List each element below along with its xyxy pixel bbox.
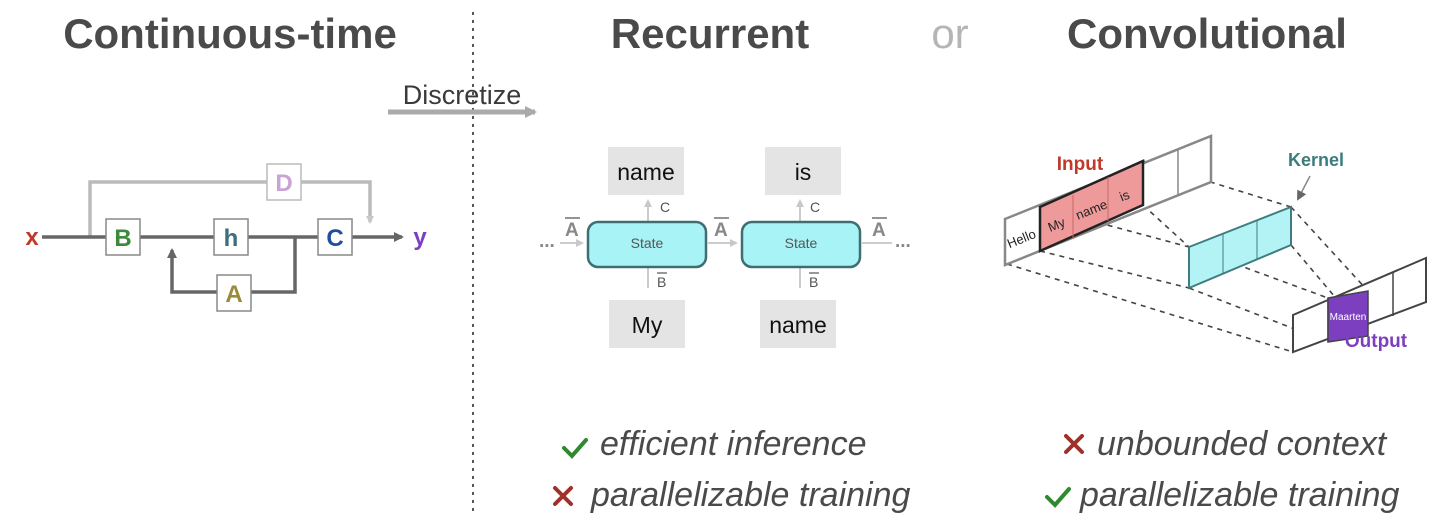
box-a-label: A bbox=[225, 281, 242, 308]
ellipsis-left: ... bbox=[539, 231, 555, 252]
c-label: C bbox=[810, 199, 820, 215]
box-d bbox=[266, 163, 302, 201]
input-token-box bbox=[609, 300, 685, 348]
box-h-label: h bbox=[224, 225, 239, 252]
a-bar-label: A bbox=[565, 220, 579, 241]
property-text: parallelizable training bbox=[590, 476, 911, 514]
title-or: or bbox=[931, 10, 968, 57]
input-token: name bbox=[769, 312, 827, 338]
skip-connection-line bbox=[88, 180, 374, 237]
input-window bbox=[1038, 159, 1145, 253]
input-token-box bbox=[760, 300, 836, 348]
title-convolutional: Convolutional bbox=[1067, 10, 1347, 57]
property-text: efficient inference bbox=[600, 425, 867, 463]
input-x-label: x bbox=[25, 224, 39, 251]
check-icon bbox=[1045, 487, 1071, 508]
output-y-label: y bbox=[413, 224, 427, 251]
box-c-label: C bbox=[326, 225, 343, 252]
b-bar-label: B bbox=[657, 274, 666, 290]
property-text: parallelizable training bbox=[1079, 476, 1400, 514]
check-icon bbox=[562, 438, 588, 459]
continuous-diagram: x y B h C A D bbox=[25, 163, 427, 312]
convolutional-diagram: Hello My name is Input Kernel Maarten Ou… bbox=[1003, 134, 1427, 354]
recurrent-properties: efficient inference parallelizable train… bbox=[553, 425, 911, 514]
c-label: C bbox=[660, 199, 670, 215]
cross-icon bbox=[1064, 434, 1084, 454]
box-c bbox=[317, 218, 353, 256]
a-bar-label: A bbox=[714, 220, 728, 241]
kernel-label: Kernel bbox=[1288, 150, 1344, 170]
input-token: My bbox=[632, 312, 663, 338]
box-h bbox=[213, 218, 249, 256]
state-box bbox=[740, 220, 862, 269]
title-continuous-time: Continuous-time bbox=[63, 10, 397, 57]
state-box bbox=[586, 220, 708, 269]
a-bar-label: A bbox=[872, 220, 886, 241]
output-token-box bbox=[765, 147, 841, 195]
output-label: Output bbox=[1345, 331, 1408, 352]
property-text: unbounded context bbox=[1097, 425, 1388, 463]
output-token: name bbox=[617, 159, 675, 185]
box-a bbox=[216, 274, 252, 312]
box-d-label: D bbox=[275, 170, 292, 197]
recurrent-diagram: name is My name C C B B ... ... A A A St… bbox=[539, 147, 911, 348]
b-bar-label: B bbox=[809, 274, 818, 290]
state-label: State bbox=[631, 235, 664, 251]
output-token: Maarten bbox=[1330, 312, 1367, 323]
output-cell bbox=[1327, 290, 1369, 343]
box-b bbox=[105, 218, 141, 256]
output-token: is bbox=[795, 159, 812, 185]
state-label: State bbox=[785, 235, 818, 251]
kernel-strip bbox=[1188, 205, 1292, 290]
input-label: Input bbox=[1057, 154, 1104, 175]
convolutional-properties: unbounded context parallelizable trainin… bbox=[1045, 425, 1400, 514]
output-token-box bbox=[608, 147, 684, 195]
sequence-token: My bbox=[1046, 214, 1068, 235]
cross-icon bbox=[553, 486, 573, 506]
discretize-label: Discretize bbox=[403, 80, 522, 110]
ellipsis-right: ... bbox=[895, 231, 911, 252]
kernel-pointer-arrow bbox=[1297, 175, 1311, 201]
box-b-label: B bbox=[114, 225, 131, 252]
title-recurrent: Recurrent bbox=[611, 10, 809, 57]
